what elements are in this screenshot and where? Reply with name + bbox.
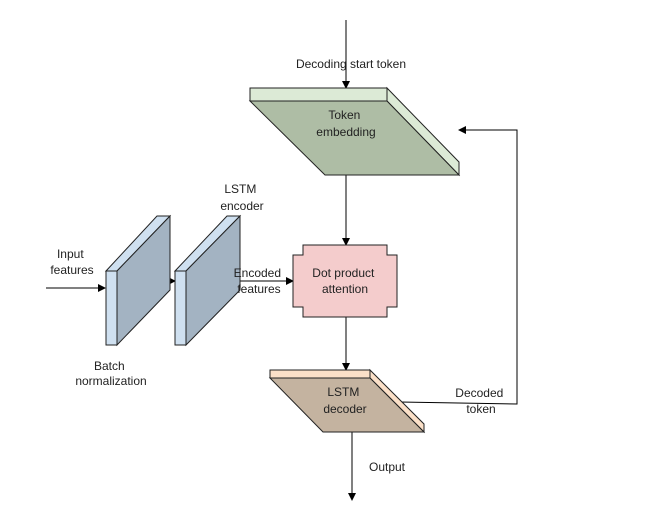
decoded-token-label: Decoded token	[455, 386, 506, 416]
batch-normalization-block	[104, 214, 172, 347]
encoded-features-label: Encoded features	[234, 266, 285, 296]
lstm-encoder-label: LSTM encoder	[220, 182, 263, 213]
lstm-decoder-label: LSTM decoder	[323, 385, 366, 416]
decoding-start-token-label: Decoding start token	[296, 57, 406, 71]
feedback-loop-arrow	[399, 126, 518, 405]
token-embedding-label: Token embedding	[316, 108, 375, 139]
output-label: Output	[369, 460, 406, 474]
input-features-label: Input features	[50, 247, 93, 277]
attention-label: Dot product attention	[312, 266, 377, 296]
token-embedding-block	[248, 86, 461, 177]
dot-product-attention-block	[292, 244, 398, 318]
batch-normalization-label: Batch normalization	[75, 359, 146, 388]
lstm-encoder-block	[173, 214, 242, 347]
lstm-decoder-block	[268, 368, 426, 434]
